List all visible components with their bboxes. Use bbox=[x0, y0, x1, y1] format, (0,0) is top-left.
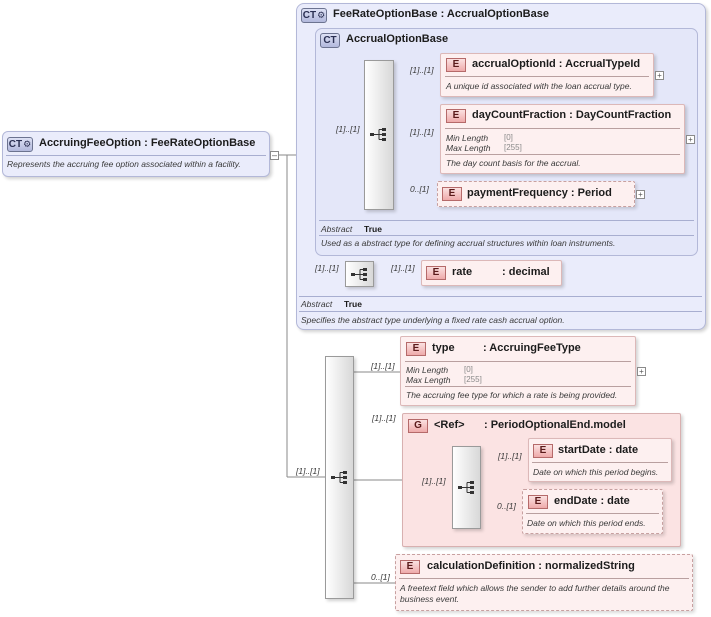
divider bbox=[6, 155, 266, 156]
min-length-value: [0] bbox=[504, 133, 513, 142]
max-length-value: [255] bbox=[464, 375, 482, 384]
element-accrual-option-id[interactable] bbox=[440, 53, 654, 97]
sequence-compositor[interactable] bbox=[325, 356, 354, 599]
sequence-icon bbox=[331, 471, 347, 484]
max-length-label: Max Length bbox=[446, 143, 491, 153]
sequence-icon bbox=[351, 268, 367, 281]
fee-rate-base-doc: Specifies the abstract type underlying a… bbox=[301, 315, 565, 325]
cardinality-label: [1]..[1] bbox=[498, 451, 522, 461]
element-badge-icon: E bbox=[400, 560, 420, 574]
min-length-label: Min Length bbox=[446, 133, 489, 143]
element-type-name: : AccruingFeeType bbox=[483, 342, 581, 354]
complex-type-badge-icon: CT bbox=[320, 33, 340, 48]
divider bbox=[526, 513, 659, 514]
accrual-base-title: AccrualOptionBase bbox=[346, 33, 449, 45]
abstract-value: True bbox=[344, 299, 362, 309]
element-payment-frequency[interactable] bbox=[437, 181, 635, 207]
cardinality-label: [1]..[1] bbox=[296, 466, 320, 476]
cardinality-label: [1]..[1] bbox=[315, 263, 339, 273]
divider bbox=[445, 128, 680, 129]
element-title: paymentFrequency : Period bbox=[467, 187, 612, 199]
abstract-label: Abstract bbox=[301, 299, 333, 309]
cardinality-label: [1]..[1] bbox=[372, 413, 396, 423]
element-doc: Date on which this period begins. bbox=[533, 467, 659, 477]
divider bbox=[399, 578, 689, 579]
root-doc: Represents the accruing fee option assoc… bbox=[7, 159, 241, 169]
expand-toggle-icon[interactable]: + bbox=[636, 190, 645, 199]
expand-toggle-icon[interactable]: + bbox=[655, 71, 664, 80]
element-badge-icon: E bbox=[406, 342, 426, 356]
cardinality-label: 0..[1] bbox=[371, 572, 390, 582]
element-badge-icon: E bbox=[446, 109, 466, 123]
accrual-base-doc: Used as a abstract type for defining acc… bbox=[321, 238, 616, 248]
element-badge-icon: E bbox=[442, 187, 462, 201]
expand-toggle-icon[interactable]: + bbox=[686, 135, 695, 144]
divider bbox=[445, 76, 649, 77]
abstract-value: True bbox=[364, 224, 382, 234]
element-title: calculationDefinition : normalizedString bbox=[427, 560, 635, 572]
divider bbox=[405, 386, 631, 387]
cardinality-label: [1]..[1] bbox=[410, 65, 434, 75]
min-length-value: [0] bbox=[464, 365, 473, 374]
divider bbox=[299, 296, 702, 297]
divider bbox=[319, 220, 694, 221]
element-title: dayCountFraction : DayCountFraction bbox=[472, 109, 672, 121]
group-ref: <Ref> bbox=[434, 419, 465, 431]
element-title: endDate : date bbox=[554, 495, 630, 507]
complex-type-badge-icon: CT⚙ bbox=[301, 8, 327, 23]
group-badge-icon: G bbox=[408, 419, 428, 433]
max-length-label: Max Length bbox=[406, 375, 451, 385]
element-title: startDate : date bbox=[558, 444, 639, 456]
divider bbox=[445, 154, 680, 155]
cardinality-label: [1]..[1] bbox=[422, 476, 446, 486]
root-complex-type[interactable] bbox=[2, 131, 270, 177]
element-doc: The day count basis for the accrual. bbox=[446, 158, 581, 168]
element-doc: Date on which this period ends. bbox=[527, 518, 646, 528]
sequence-icon bbox=[458, 481, 474, 494]
cardinality-label: [1]..[1] bbox=[391, 263, 415, 273]
divider bbox=[319, 235, 694, 236]
element-badge-icon: E bbox=[426, 266, 446, 280]
root-title: AccruingFeeOption : FeeRateOptionBase bbox=[39, 137, 256, 149]
element-title: accrualOptionId : AccrualTypeId bbox=[472, 58, 641, 70]
fee-rate-base-title: FeeRateOptionBase : AccrualOptionBase bbox=[333, 8, 549, 20]
cardinality-label: 0..[1] bbox=[497, 501, 516, 511]
element-badge-icon: E bbox=[533, 444, 553, 458]
element-doc: A freetext field which allows the sender… bbox=[400, 583, 670, 604]
min-length-label: Min Length bbox=[406, 365, 449, 375]
group-type-name: : PeriodOptionalEnd.model bbox=[484, 419, 626, 431]
cardinality-label: [1]..[1] bbox=[371, 361, 395, 371]
cardinality-label: 0..[1] bbox=[410, 184, 429, 194]
sequence-icon bbox=[370, 128, 386, 141]
element-type: : decimal bbox=[502, 266, 550, 278]
element-calculation-definition[interactable] bbox=[395, 554, 693, 611]
element-badge-icon: E bbox=[446, 58, 466, 72]
element-name: type bbox=[432, 342, 455, 354]
complex-type-badge-icon: CT⚙ bbox=[7, 137, 33, 152]
expand-toggle-icon[interactable]: + bbox=[637, 367, 646, 376]
cardinality-label: [1]..[1] bbox=[410, 127, 434, 137]
max-length-value: [255] bbox=[504, 143, 522, 152]
divider bbox=[405, 361, 631, 362]
element-type[interactable] bbox=[400, 336, 636, 406]
element-doc: A unique id associated with the loan acc… bbox=[446, 81, 632, 91]
collapse-toggle-icon[interactable]: – bbox=[270, 150, 279, 160]
element-day-count-fraction[interactable] bbox=[440, 104, 685, 174]
cardinality-label: [1]..[1] bbox=[336, 124, 360, 134]
abstract-label: Abstract bbox=[321, 224, 353, 234]
element-badge-icon: E bbox=[528, 495, 548, 509]
sequence-compositor[interactable] bbox=[452, 446, 481, 529]
divider bbox=[532, 462, 668, 463]
element-name: rate bbox=[452, 266, 473, 278]
divider bbox=[299, 311, 702, 312]
element-doc: The accruing fee type for which a rate i… bbox=[406, 390, 618, 400]
